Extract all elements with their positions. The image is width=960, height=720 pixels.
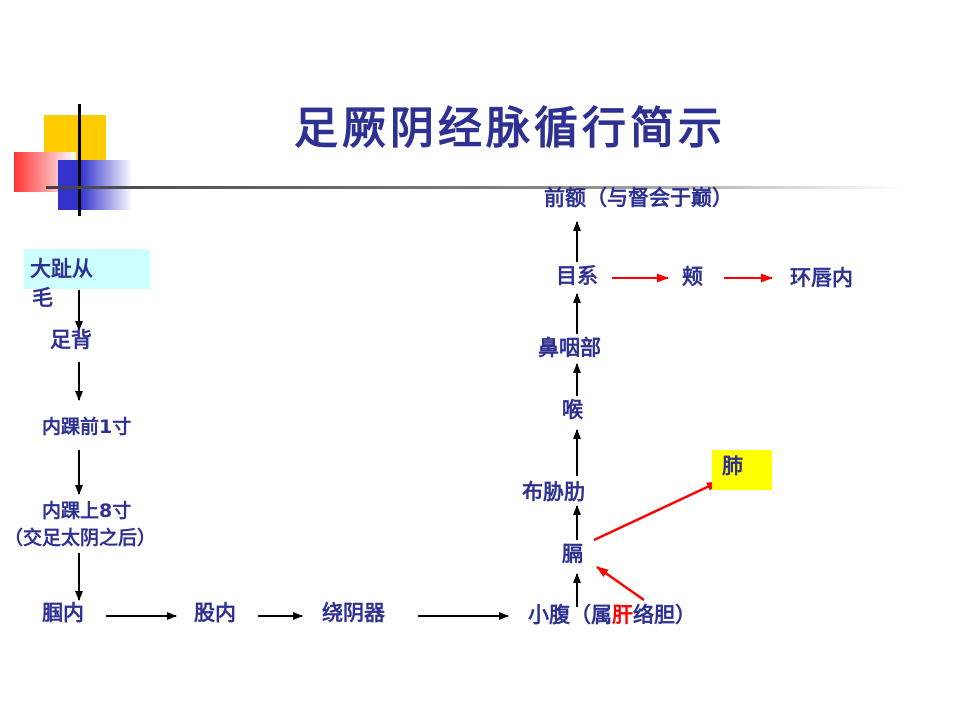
arrow-gan-ge [596, 565, 645, 602]
decor-horizontal-line [46, 186, 906, 189]
node-dazhi-line1: 大趾从 [30, 257, 93, 281]
node-fei-label: 肺 [722, 454, 743, 478]
node-xiaofu-pre: 小腹（属 [528, 603, 612, 627]
node-xiaofu-post: 络胆） [633, 603, 696, 627]
node-gunei: 股内 [194, 601, 236, 625]
node-raoyinqi: 绕阴器 [322, 601, 385, 625]
node-guonei: 腘内 [42, 601, 84, 625]
node-jiao-zutaiyin: （交足太阴之后） [4, 527, 157, 549]
node-buxielei: 布胁肋 [522, 480, 585, 504]
decor-blue-square [58, 160, 133, 210]
node-xiaofu-gan: 肝 [612, 603, 633, 627]
node-muxi: 目系 [556, 264, 598, 288]
node-hou: 喉 [562, 398, 583, 422]
page-title: 足厥阴经脉循行简示 [294, 103, 726, 154]
node-jia: 颊 [682, 265, 703, 289]
arrow-ge-fei [593, 480, 719, 542]
node-neihuai-qian: 内踝前1寸 [42, 416, 132, 438]
node-neihuai-shang: 内踝上8寸 [42, 500, 132, 522]
node-zubei: 足背 [50, 328, 92, 352]
node-huanchunnei: 环唇内 [790, 266, 853, 290]
node-ge: 膈 [562, 542, 583, 566]
node-dazhi-congmao: 大趾从 [24, 249, 150, 289]
node-qiane: 前额（与督会于巅） [544, 186, 733, 210]
node-xiaofu: 小腹（属肝络胆） [528, 603, 696, 628]
node-biyanbu: 鼻咽部 [538, 336, 601, 360]
node-dazhi-line2: 毛 [32, 286, 53, 310]
decor-vertical-line [78, 104, 81, 216]
node-fei: 肺 [712, 450, 772, 490]
